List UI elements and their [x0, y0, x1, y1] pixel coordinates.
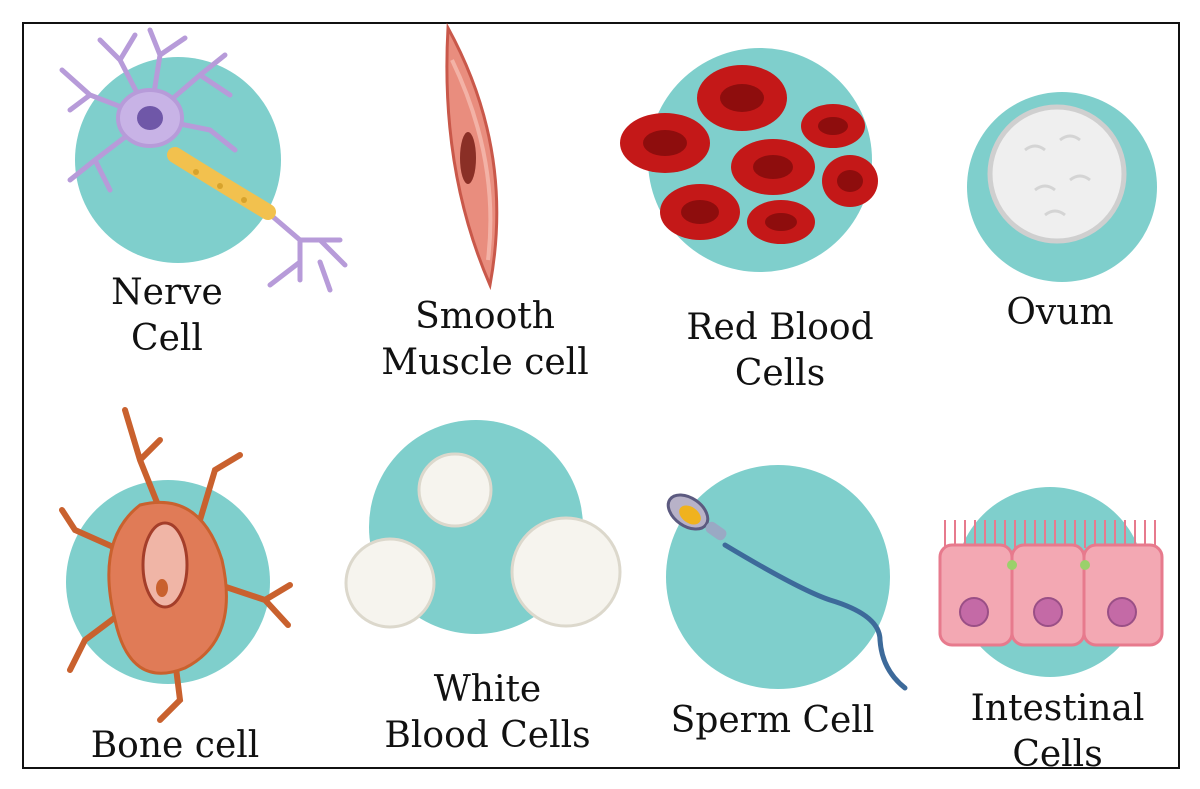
- muscle-nucleus: [460, 132, 476, 184]
- white-blood-cells-label-line-1: White: [433, 669, 542, 710]
- red-blood-cells-illustration: [620, 48, 878, 272]
- sperm-cell-illustration: [666, 465, 908, 691]
- ovum-label-line-1: Ovum: [1006, 292, 1114, 333]
- sperm-cell-label: Sperm Cell: [655, 698, 890, 744]
- nerve-cell-label-line-1: Nerve: [111, 272, 223, 313]
- nerve-nucleus: [137, 106, 163, 130]
- nerve-cell-label: Nerve Cell: [92, 270, 242, 362]
- ovum-body: [987, 104, 1127, 244]
- red-blood-cells-label: Red Blood Cells: [660, 305, 900, 397]
- intestinal-cells-illustration: [938, 487, 1164, 677]
- sperm-tail: [722, 542, 908, 691]
- red-blood-cells-label-line-2: Cells: [734, 353, 826, 394]
- white-blood-cells-illustration: [344, 420, 622, 634]
- bone-cell-label: Bone cell: [70, 723, 280, 769]
- bone-cell-illustration: [59, 407, 293, 723]
- smooth-muscle-label: Smooth Muscle cell: [360, 294, 610, 386]
- intestinal-cells-label-line-1: Intestinal: [970, 688, 1145, 729]
- smooth-muscle-label-line-2: Muscle cell: [381, 342, 589, 383]
- ovum-illustration: [967, 92, 1157, 282]
- smooth-muscle-illustration: [445, 22, 499, 291]
- smooth-muscle-label-line-1: Smooth: [415, 296, 555, 337]
- bone-cell-nucleus: [141, 521, 189, 609]
- bone-cell-label-line-1: Bone cell: [90, 725, 260, 766]
- nerve-cell-illustration: [59, 27, 348, 293]
- red-blood-cells-label-line-1: Red Blood: [686, 307, 874, 348]
- nerve-cell-label-line-2: Cell: [131, 318, 203, 359]
- ovum-label: Ovum: [990, 290, 1130, 336]
- intestinal-cells-label-line-2: Cells: [1012, 734, 1103, 775]
- sperm-cell-label-line-1: Sperm Cell: [670, 700, 875, 741]
- intestinal-cells-label: Intestinal Cells: [945, 686, 1170, 778]
- white-blood-cells-label-line-2: Blood Cells: [384, 715, 591, 756]
- nerve-axon: [167, 147, 276, 220]
- white-blood-cells-label: White Blood Cells: [365, 667, 610, 759]
